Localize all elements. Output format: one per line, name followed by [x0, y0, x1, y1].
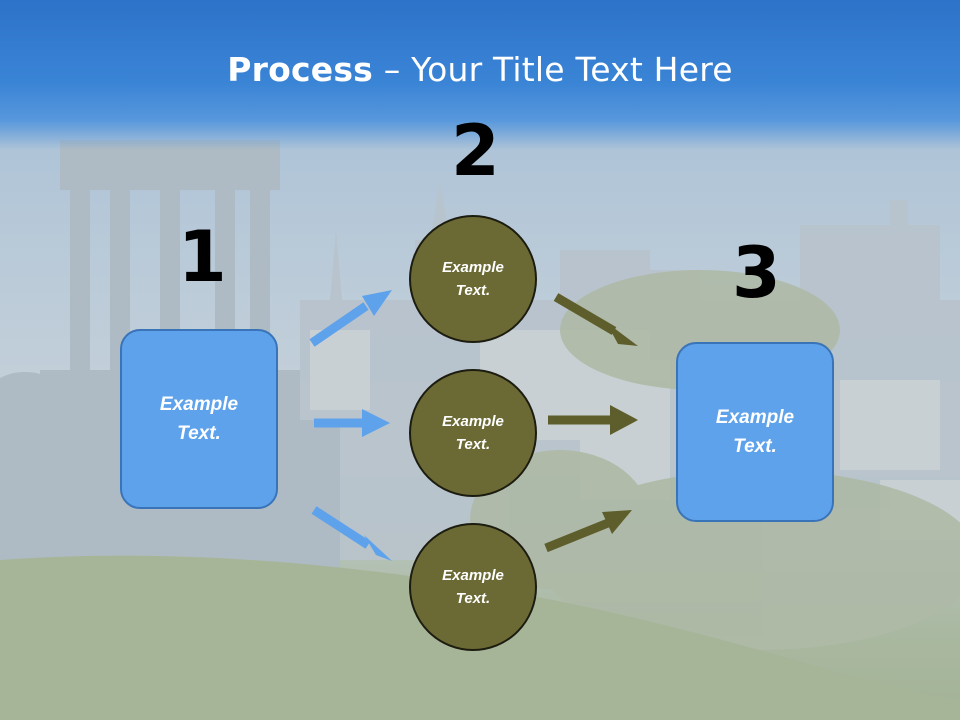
- title-rest: – Your Title Text Here: [373, 50, 733, 89]
- step-1-label-line2: Text.: [177, 423, 221, 444]
- step-2-circle-middle[interactable]: Example Text.: [409, 369, 537, 497]
- step-number-2: 2: [451, 110, 500, 192]
- arrow-to-top-circle: [309, 290, 392, 347]
- step-2-circle-bottom[interactable]: Example Text.: [409, 523, 537, 651]
- step-1-label-line1: Example: [159, 394, 239, 415]
- arrow-from-middle-circle: [548, 405, 638, 435]
- step-number-3: 3: [732, 232, 781, 314]
- step-3-label-line2: Text.: [733, 436, 777, 457]
- circle-top-line1: Example: [442, 259, 504, 276]
- arrow-to-middle-circle: [314, 409, 390, 437]
- circle-top-line2: Text.: [455, 282, 491, 299]
- arrow-to-bottom-circle: [311, 506, 392, 561]
- step-3-label-line1: Example: [715, 407, 795, 428]
- circle-bottom-line2: Text.: [455, 590, 491, 607]
- page-title: Process – Your Title Text Here: [0, 50, 960, 89]
- title-banner: [0, 0, 960, 150]
- circle-bottom-line1: Example: [442, 567, 504, 584]
- step-3-box[interactable]: Example Text.: [676, 342, 834, 522]
- arrow-from-bottom-circle: [544, 510, 632, 553]
- step-1-box[interactable]: Example Text.: [120, 329, 278, 509]
- circle-middle-line1: Example: [442, 413, 504, 430]
- title-bold: Process: [227, 50, 374, 89]
- step-number-1: 1: [178, 216, 227, 298]
- circle-middle-line2: Text.: [455, 436, 491, 453]
- step-2-circle-top[interactable]: Example Text.: [409, 215, 537, 343]
- arrow-from-top-circle: [553, 293, 638, 346]
